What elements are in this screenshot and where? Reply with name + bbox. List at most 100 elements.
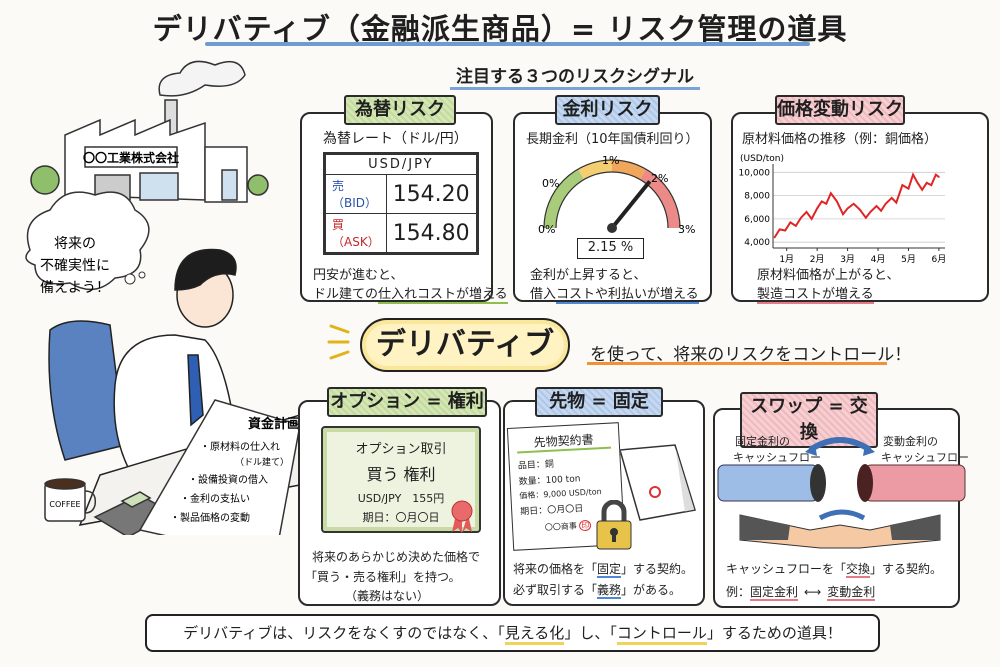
y-tick-label: 10,000 — [739, 168, 771, 178]
futures-desc-2c: 」がある。 — [621, 583, 682, 597]
contract-company: 〇〇商事 — [544, 521, 578, 533]
price-point — [810, 218, 813, 220]
notebook-item: ・設備投資の借入 — [188, 473, 268, 486]
thought-line-2: 不確実性に — [40, 258, 110, 274]
notebook-item: （ドル建て） — [235, 456, 289, 468]
gauge-segment — [544, 169, 585, 229]
double-arrow-icon: ⟷ — [804, 585, 822, 599]
gauge-needle — [610, 180, 652, 230]
price-risk-tag: 価格変動リスク — [775, 95, 905, 125]
office-illustration: 〇〇工業株式会社 将来の 不確実性に 備えよう！ COFFEE 資金計画 ・原材… — [25, 60, 300, 535]
notebook-item: ・金利の支払い — [180, 492, 250, 505]
gauge-label: 3% — [678, 223, 695, 236]
gauge-label: 0% — [542, 177, 559, 190]
rate-risk-panel — [513, 112, 712, 302]
notebook-item: ・製品価格の変動 — [170, 511, 250, 524]
x-tick-label: 6月 — [932, 254, 947, 265]
summary-e: 」するための道具！ — [706, 624, 842, 642]
price-point — [816, 207, 818, 210]
x-tick-label: 3月 — [840, 254, 855, 265]
contract-title: 先物契約書 — [516, 429, 612, 454]
calculator-icon — [93, 491, 174, 535]
calendar-icon — [619, 444, 696, 521]
mug-label: COFFEE — [49, 500, 80, 509]
swap-right-2: キャッシュフロー — [881, 451, 969, 464]
ask-label: 買（ASK） — [324, 213, 387, 254]
price-point — [895, 201, 898, 204]
futures-desc-2a: 必ず取引する「 — [513, 583, 598, 597]
price-point — [773, 236, 776, 239]
price-point — [869, 211, 872, 213]
price-point — [925, 182, 928, 184]
option-desc-1: 将来のあらかじめ決めた価格で — [312, 550, 481, 564]
cert-line-3: USD/JPY 155円 — [357, 492, 445, 505]
futures-desc-2b: 義務 — [597, 583, 622, 599]
swap-left-1: 固定金利の — [735, 435, 790, 448]
y-tick-label: 8,000 — [744, 192, 770, 202]
price-point — [858, 208, 861, 211]
fx-rate-table: USD/JPY 売（BID）154.20 買（ASK）154.80 — [323, 152, 479, 255]
price-heading: 原材料価格の推移（例：銅価格） — [742, 132, 938, 147]
gauge-pivot — [607, 223, 617, 233]
price-point — [935, 173, 937, 176]
bid-value: 154.20 — [385, 174, 478, 214]
fixed-rate-pipe-icon — [717, 464, 819, 502]
price-point — [912, 173, 914, 176]
price-point — [795, 225, 797, 227]
factory-illustration — [30, 60, 269, 203]
price-point — [846, 207, 849, 210]
thought-bubble: 将来の 不確実性に 備えよう！ — [25, 191, 150, 296]
price-point — [921, 188, 923, 191]
padlock-icon — [596, 500, 632, 550]
price-point — [852, 202, 855, 205]
notebook-illustration: 資金計画 ・原材料の仕入れ （ドル建て） ・設備投資の借入 ・金利の支払い ・製… — [138, 399, 300, 535]
seal-stamp: 印 — [579, 519, 592, 532]
gauge-label: 1% — [602, 154, 619, 167]
price-point — [930, 184, 933, 186]
thought-line-3: 備えよう！ — [40, 280, 110, 296]
rate-gauge: 0% 0% 1% 2% 3% — [538, 154, 695, 236]
option-desc-3: （義務はない） — [345, 589, 430, 603]
rate-note-2b: コストや利払いが増える — [556, 287, 699, 304]
summary-banner: デリバティブは、リスクをなくすのではなく、「見える化」し、「コントロール」するた… — [145, 614, 880, 652]
derivatives-cloud: デリバティブ — [360, 318, 570, 372]
factory-sign: 〇〇工業株式会社 — [83, 150, 179, 165]
x-tick-label: 5月 — [901, 254, 916, 265]
gauge-label: 2% — [651, 172, 668, 185]
futures-tag: 先物 = 固定 — [535, 387, 663, 417]
banner-text: を使って、将来のリスクをコントロール！ — [590, 345, 912, 365]
x-tick-label: 1月 — [779, 254, 794, 265]
futures-desc-1a: 将来の価格を「 — [513, 562, 598, 576]
y-tick-label: 4,000 — [744, 238, 770, 248]
x-tick-label: 2月 — [810, 254, 825, 265]
option-tag: オプション = 権利 — [327, 387, 487, 417]
swap-right-1: 変動金利の — [883, 435, 938, 448]
section-subtitle: 注目する３つのリスクシグナル — [456, 67, 694, 87]
price-point — [820, 200, 823, 203]
notebook-title: 資金計画 — [248, 416, 300, 432]
contract-qty: 数量：100 ton — [518, 474, 581, 488]
floating-rate-pipe-icon — [864, 464, 966, 502]
price-point — [884, 202, 887, 205]
futures-desc-1c: 」する契約。 — [621, 562, 694, 576]
price-point — [789, 221, 792, 224]
price-point — [778, 228, 781, 231]
summary-control: コントロール — [616, 624, 707, 645]
cert-line-4: 期日：〇月〇日 — [362, 511, 440, 524]
price-point — [901, 184, 904, 186]
swap-left-2: キャッシュフロー — [733, 451, 821, 464]
price-point — [938, 176, 940, 178]
cert-line-2: 買う 権利 — [366, 465, 436, 484]
bid-label: 売（BID） — [324, 174, 387, 214]
fx-risk-tag: 為替リスク — [344, 95, 456, 125]
ribbon-seal-icon — [451, 500, 473, 533]
ask-value: 154.80 — [385, 213, 478, 254]
swap-desc-2b: 固定金利 — [750, 585, 799, 601]
price-point — [890, 197, 893, 199]
summary-visualize: 見える化 — [504, 624, 565, 645]
title-underline — [205, 42, 810, 46]
price-point — [842, 213, 844, 216]
notebook-item: ・原材料の仕入れ — [200, 440, 280, 453]
swap-illustration — [717, 437, 966, 549]
